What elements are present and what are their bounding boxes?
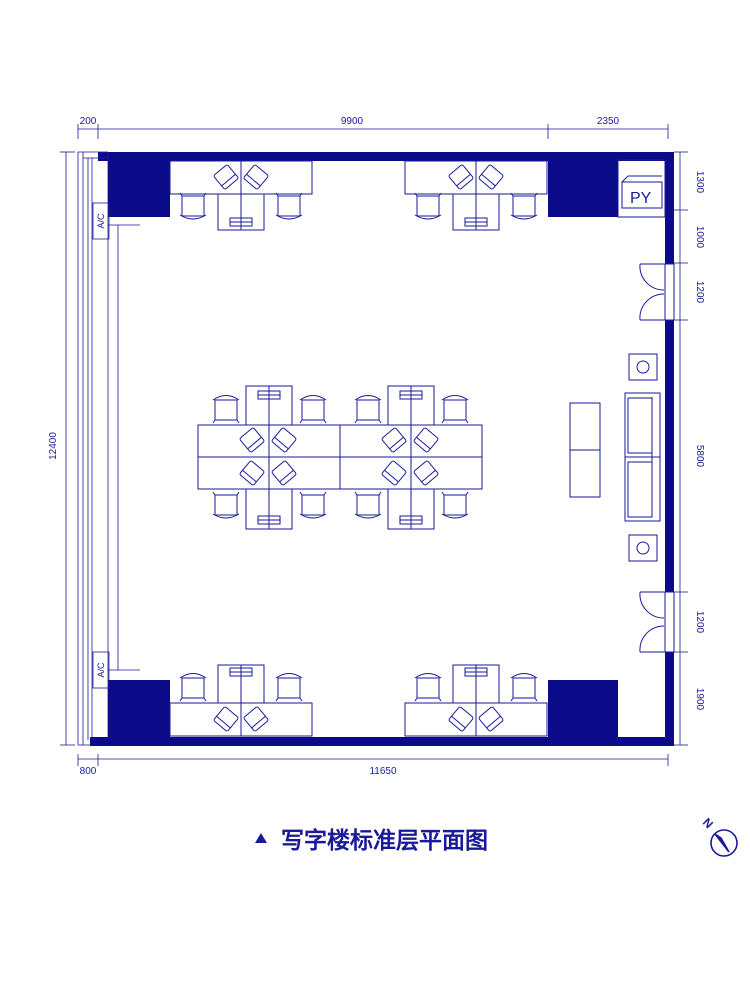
chair-back bbox=[354, 513, 382, 519]
monitor bbox=[413, 427, 439, 453]
caption-text: 写字楼标准层平面图 bbox=[281, 828, 488, 854]
chair-back bbox=[299, 395, 327, 401]
chair bbox=[277, 677, 301, 699]
chair-back bbox=[510, 673, 538, 679]
pipe-shaft bbox=[617, 159, 666, 218]
chair-back bbox=[179, 214, 207, 220]
dim-right-6: 1900 bbox=[694, 688, 705, 711]
chair bbox=[416, 195, 440, 217]
dim-right-4: 5800 bbox=[694, 445, 705, 468]
chair bbox=[443, 399, 467, 421]
chair-back bbox=[299, 513, 327, 519]
chair bbox=[301, 399, 325, 421]
chair bbox=[356, 399, 380, 421]
dim-top-3: 2350 bbox=[597, 116, 620, 127]
chair-back bbox=[212, 513, 240, 519]
monitor bbox=[243, 164, 269, 190]
chair-back bbox=[212, 395, 240, 401]
column-bottom-left bbox=[108, 680, 170, 738]
north-arrow-icon bbox=[710, 829, 738, 857]
chair-back bbox=[414, 214, 442, 220]
monitor bbox=[271, 460, 297, 486]
lounge bbox=[569, 353, 661, 562]
monitor bbox=[239, 460, 265, 486]
caption-triangle-icon bbox=[255, 833, 267, 843]
monitor bbox=[413, 460, 439, 486]
chair bbox=[443, 494, 467, 516]
chair-back bbox=[275, 673, 303, 679]
chair bbox=[512, 677, 536, 699]
curtain-wall bbox=[77, 151, 140, 746]
monitor bbox=[271, 427, 297, 453]
column-top-right bbox=[548, 160, 618, 217]
walls bbox=[90, 152, 674, 746]
dim-bottom-1: 800 bbox=[80, 766, 97, 777]
monitor bbox=[213, 164, 239, 190]
chair-back bbox=[179, 673, 207, 679]
chair bbox=[181, 677, 205, 699]
chair-back bbox=[354, 395, 382, 401]
chair bbox=[301, 494, 325, 516]
side-table-top bbox=[628, 353, 658, 381]
monitor bbox=[381, 460, 407, 486]
ac-label-bottom: A/C bbox=[96, 662, 106, 678]
dim-right-2: 1000 bbox=[694, 226, 705, 249]
monitor bbox=[478, 164, 504, 190]
dimension-lines bbox=[60, 124, 688, 766]
chair bbox=[416, 677, 440, 699]
chair bbox=[214, 399, 238, 421]
chair bbox=[277, 195, 301, 217]
chair-back bbox=[275, 214, 303, 220]
dim-top-2: 9900 bbox=[341, 116, 364, 127]
chair-back bbox=[441, 513, 469, 519]
monitor bbox=[243, 706, 269, 732]
dim-right-3: 1200 bbox=[694, 281, 705, 304]
monitor bbox=[448, 706, 474, 732]
column-bottom-right bbox=[548, 680, 618, 738]
chair bbox=[356, 494, 380, 516]
dim-right-1: 1300 bbox=[694, 171, 705, 194]
ac-label-top: A/C bbox=[96, 213, 106, 229]
dim-bottom-2: 11650 bbox=[369, 766, 397, 777]
monitor bbox=[448, 164, 474, 190]
workstations bbox=[169, 160, 548, 737]
side-table-bottom bbox=[628, 534, 658, 562]
monitor bbox=[239, 427, 265, 453]
chair bbox=[214, 494, 238, 516]
chair-back bbox=[441, 395, 469, 401]
monitor bbox=[381, 427, 407, 453]
dim-top-1: 200 bbox=[80, 116, 97, 127]
pipe-shaft-label: PY bbox=[630, 190, 652, 207]
chair-back bbox=[510, 214, 538, 220]
monitor bbox=[478, 706, 504, 732]
dim-left: 12400 bbox=[48, 432, 59, 460]
chair bbox=[512, 195, 536, 217]
chair bbox=[181, 195, 205, 217]
north-label: N bbox=[700, 815, 716, 831]
monitor bbox=[213, 706, 239, 732]
doors bbox=[639, 263, 675, 653]
plan-caption: 写字楼标准层平面图 bbox=[255, 818, 488, 858]
chair-back bbox=[414, 673, 442, 679]
column-top-left bbox=[108, 160, 170, 217]
dim-right-5: 1200 bbox=[694, 611, 705, 634]
